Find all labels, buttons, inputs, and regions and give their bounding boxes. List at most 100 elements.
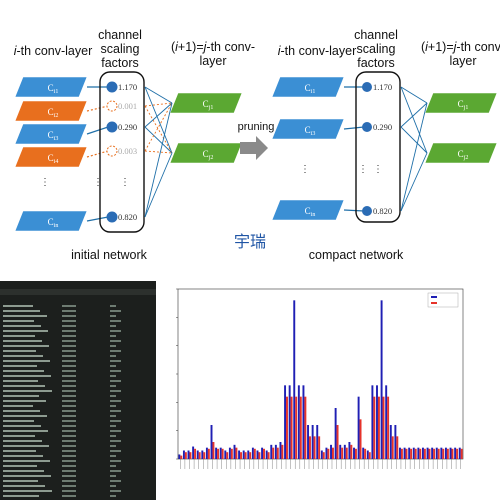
chart-bar	[299, 396, 302, 459]
ellipsis-dots: ⋮	[40, 177, 50, 188]
chart-bar	[380, 300, 383, 459]
scaling-factor-value: 0.820	[118, 212, 137, 222]
left-layer-title: i-th conv-layer	[13, 44, 93, 58]
channel-map-label: Cj1	[458, 99, 469, 111]
chart-bar	[307, 425, 310, 459]
scaling-factor-node	[106, 145, 118, 157]
console-row	[0, 398, 156, 404]
chart-bar	[203, 452, 206, 459]
chart-bar	[410, 448, 413, 459]
chart-bar	[444, 447, 447, 459]
channel-map-label: Ci2	[48, 107, 59, 119]
compact-scaling-title: channel scaling factors	[354, 28, 398, 70]
chart-bar	[417, 447, 420, 459]
chart-bar	[389, 425, 392, 459]
layer-connection	[144, 102, 173, 107]
console-row	[0, 328, 156, 334]
console-row	[0, 493, 156, 499]
console-row	[0, 388, 156, 394]
chart-background	[160, 281, 475, 500]
chart-bar	[235, 447, 238, 459]
console-row	[0, 403, 156, 409]
chart-bar	[244, 452, 247, 459]
chart-bar	[377, 396, 380, 459]
chart-bar	[364, 448, 367, 459]
chart-bar	[196, 450, 199, 459]
scaling-factor-node	[362, 82, 372, 92]
console-row	[0, 408, 156, 414]
ellipsis-dots: ⋮	[93, 177, 103, 188]
chart-bar	[354, 448, 357, 459]
channel-map-label: Ci1	[48, 83, 59, 95]
chart-bar	[426, 447, 429, 459]
chart-bar	[382, 396, 385, 459]
console-row	[0, 413, 156, 419]
channel-connector	[343, 209, 365, 212]
chart-bar	[276, 447, 279, 459]
chart-bar	[242, 450, 245, 459]
console-row	[0, 373, 156, 379]
chart-bar	[366, 450, 369, 459]
console-row	[0, 453, 156, 459]
chart-bar	[368, 452, 371, 459]
console-row	[0, 423, 156, 429]
scaling-factor-node	[106, 81, 118, 93]
console-row	[0, 308, 156, 314]
chart-bar	[198, 452, 201, 459]
scaling-factor-value: 0.001	[118, 101, 137, 111]
ellipsis-dots: ⋮	[373, 164, 383, 175]
scaling-factor-node	[362, 206, 372, 216]
chart-bar	[458, 447, 461, 459]
scaling-factor-node	[106, 211, 118, 223]
chart-bar	[394, 425, 397, 459]
chart-bar	[247, 450, 250, 459]
scaling-factor-bracket	[355, 71, 401, 223]
chart-bar	[433, 448, 436, 459]
chart-bar	[279, 442, 282, 459]
chart-bar	[400, 448, 403, 459]
chart-bar	[309, 436, 311, 459]
ellipsis-dots: ⋮	[300, 164, 310, 175]
chart-bar	[230, 448, 233, 459]
chart-bar	[318, 436, 321, 459]
scaling-factor-value: 0.290	[373, 122, 392, 132]
chart-bar	[258, 452, 261, 459]
console-row	[0, 488, 156, 494]
chart-legend	[427, 292, 459, 308]
scaling-factor-node	[106, 100, 118, 112]
chart-bar	[228, 447, 231, 459]
chart-bar	[412, 447, 415, 459]
channel-map-label: Ci1	[305, 83, 316, 95]
chart-bar	[180, 455, 183, 459]
channel-connector	[86, 216, 109, 222]
chart-bar	[336, 425, 339, 459]
console-header-bar	[0, 289, 156, 295]
chart-bar	[456, 448, 459, 459]
chart-bar	[187, 450, 190, 459]
chart-bar	[304, 396, 307, 459]
right-layer-title: (i+1)=j-th conv-layer	[170, 40, 256, 68]
channel-map-label: Cj2	[203, 149, 214, 161]
chart-bar	[313, 436, 316, 459]
layer-connection	[144, 102, 173, 218]
console-row	[0, 383, 156, 389]
console-row	[0, 363, 156, 369]
pruning-arrow-body	[240, 142, 256, 154]
chart-bar	[423, 448, 426, 459]
channel-map-left	[14, 123, 88, 145]
chart-bar	[215, 447, 218, 459]
chart-bar	[405, 448, 408, 459]
console-row	[0, 318, 156, 324]
chart-bar	[290, 396, 293, 459]
chart-bar	[345, 447, 348, 459]
chart-bar	[210, 425, 213, 459]
layer-connection	[400, 86, 428, 104]
console-row	[0, 368, 156, 374]
scaling-factor-value: 0.003	[118, 146, 137, 156]
compact-right-layer-title: (i+1)=j-th conv-layer	[420, 40, 500, 68]
console-panel	[0, 281, 156, 500]
console-row	[0, 448, 156, 454]
scaling-factor-value: 0.290	[118, 122, 137, 132]
chart-bar	[373, 396, 376, 459]
console-row	[0, 358, 156, 364]
